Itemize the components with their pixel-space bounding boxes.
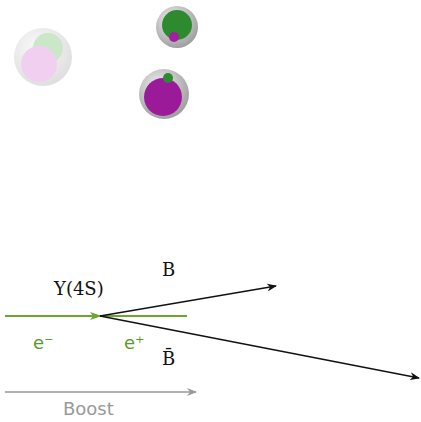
meson-green <box>156 6 198 48</box>
beam-label: e⁺ <box>124 334 145 352</box>
beam-line <box>5 315 187 317</box>
boost-arrow <box>5 391 196 393</box>
particle-label: B̄ <box>162 350 175 368</box>
beam-label: e⁻ <box>33 334 54 352</box>
meson-faded <box>14 28 72 86</box>
resonance-label: Υ(4S) <box>54 280 104 298</box>
b-track <box>100 286 276 316</box>
bbar-track <box>100 316 419 378</box>
boost-label: Boost <box>63 400 114 418</box>
meson-purple <box>139 69 189 119</box>
beam-arrow <box>5 315 101 317</box>
particle-label: B <box>162 261 175 279</box>
